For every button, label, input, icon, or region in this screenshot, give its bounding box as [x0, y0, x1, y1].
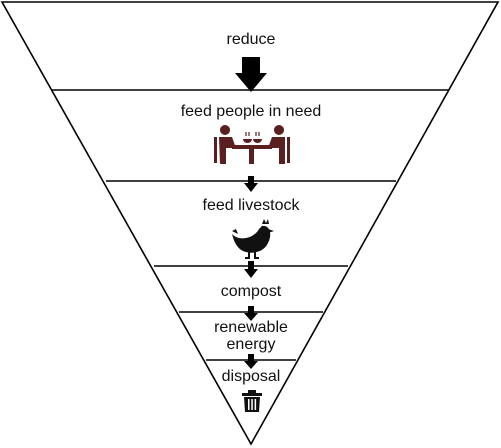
big-down-arrow-icon [235, 57, 267, 92]
trash-can-icon [242, 390, 262, 412]
down-arrow-icon [244, 306, 258, 321]
level-label-renewable: renewable [214, 319, 288, 336]
level-label-energy: energy [227, 336, 276, 353]
down-arrow-icon [244, 176, 258, 192]
people-at-table-icon [214, 125, 290, 164]
down-arrow-icon [244, 354, 258, 369]
chicken-icon [232, 219, 274, 259]
level-label-disposal: disposal [222, 368, 281, 385]
level-label-feed-people: feed people in need [181, 103, 322, 120]
level-label-feed-livestock: feed livestock [203, 197, 301, 214]
level-label-compost: compost [221, 283, 282, 300]
down-arrow-icon [244, 261, 258, 278]
level-label-reduce: reduce [227, 31, 276, 48]
